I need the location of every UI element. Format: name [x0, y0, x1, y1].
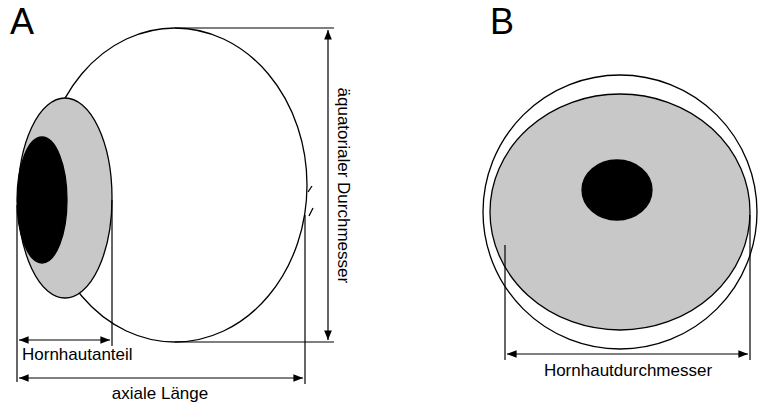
- dimension-label: Hornhautdurchmesser: [544, 362, 712, 381]
- dimension-axial: [19, 215, 305, 384]
- dimension-cornea-diameter: [505, 215, 750, 360]
- dimension-equatorial: [175, 28, 334, 342]
- panel-letter: B: [490, 2, 514, 42]
- dimension-label: Hornhautanteil: [22, 346, 133, 365]
- panel-letter: A: [10, 2, 34, 42]
- eye-front: [483, 75, 757, 349]
- eyeball-side: [17, 28, 313, 342]
- dimension-label: axiale Länge: [112, 385, 208, 404]
- dimension-label: äquatorialer Durchmesser: [334, 87, 353, 283]
